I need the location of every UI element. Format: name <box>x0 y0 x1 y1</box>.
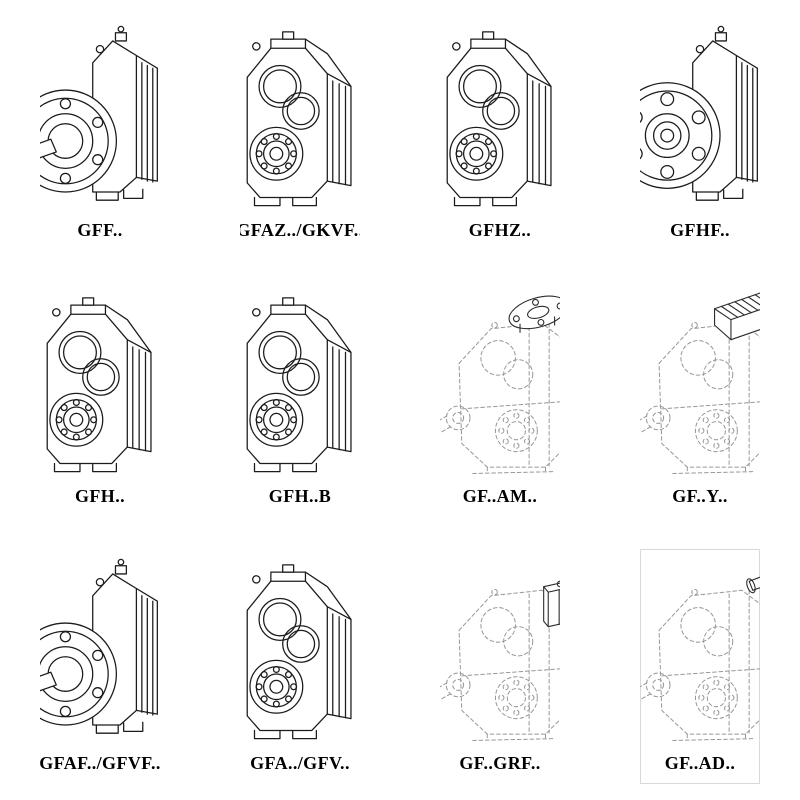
gearbox-model-label: GFHF.. <box>670 219 730 240</box>
gf-am-gearbox-drawing <box>440 283 560 483</box>
gearbox-cell: GFAF../GFVF.. <box>40 549 160 784</box>
gearbox-model-label: GFH.. <box>75 486 125 507</box>
gearbox-cell: GF..GRF.. <box>440 549 560 784</box>
gff-gearbox-drawing <box>40 16 160 216</box>
gfaz-gkvf-gearbox-drawing <box>240 16 360 216</box>
gearbox-cell: GF..Y.. <box>640 283 760 518</box>
gearbox-cell: GFAZ../GKVF.. <box>240 16 360 251</box>
gearbox-cell: GFHZ.. <box>440 16 560 251</box>
gearbox-cell: GFHF.. <box>640 16 760 251</box>
gearbox-cell: GF..AM.. <box>440 283 560 518</box>
gf-grf-gearbox-drawing <box>440 549 560 749</box>
gfhf-gearbox-drawing <box>640 16 760 216</box>
gfa-gfv-gearbox-drawing <box>240 549 360 749</box>
gearbox-model-label: GFA../GFV.. <box>250 752 350 773</box>
gfhz-gearbox-drawing <box>440 16 560 216</box>
gearbox-model-label: GFAF../GFVF.. <box>40 752 160 773</box>
gearbox-cell: GFH..B <box>240 283 360 518</box>
gearbox-model-label: GF..AD.. <box>664 752 736 773</box>
gf-y-gearbox-drawing <box>640 283 760 483</box>
gearbox-cell: GFF.. <box>40 16 160 251</box>
gearbox-model-label: GFH..B <box>268 486 332 507</box>
gearbox-model-label: GF..Y.. <box>672 486 728 507</box>
gearbox-cell: GF..AD.. <box>640 549 760 784</box>
gf-ad-gearbox-drawing <box>640 549 760 749</box>
gfh-gearbox-drawing <box>40 283 160 483</box>
gfaf-gfvf-gearbox-drawing <box>40 549 160 749</box>
gearbox-model-label: GF..AM.. <box>462 486 538 507</box>
gearbox-cell: GFA../GFV.. <box>240 549 360 784</box>
gearbox-cell: GFH.. <box>40 283 160 518</box>
gearbox-model-label: GFF.. <box>77 219 123 240</box>
gearbox-model-label: GFAZ../GKVF.. <box>240 219 360 240</box>
gfh-b-gearbox-drawing <box>240 283 360 483</box>
gearbox-model-label: GF..GRF.. <box>459 752 541 773</box>
gearbox-model-label: GFHZ.. <box>468 219 532 240</box>
